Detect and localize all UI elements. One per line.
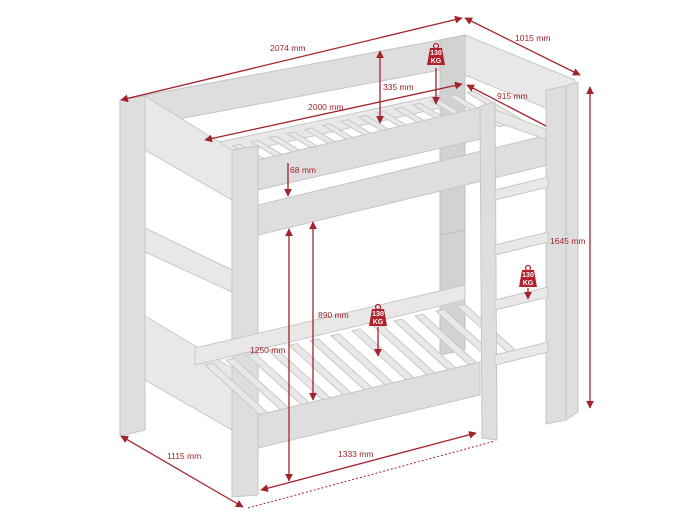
weight-icon [519,270,537,287]
label-rail-height: 68 mm [290,165,316,175]
dimension-lines [120,15,594,509]
ladder-right-rail [545,85,567,425]
dim-line-under-length [260,431,477,492]
bottom-back-rail [194,284,466,366]
ladder-rung-2 [494,231,549,256]
weight-unit: KG [431,58,442,65]
weight-badge-top: 130 KG [427,42,445,65]
label-bottom-clearance: 890 mm [318,310,349,320]
weight-icon [369,309,387,326]
ladder-rung-3 [494,286,549,311]
bottom-front-rail [257,361,481,449]
ladder-left-rail [479,101,498,441]
label-guard-height: 335 mm [383,82,414,92]
dim-line-mattress-length [204,81,463,143]
weight-value: 130 [372,311,384,318]
weight-icon [427,48,445,65]
label-mattress-length: 2000 mm [308,102,343,112]
dim-extension-dotted [247,440,496,509]
dim-line-total-depth [464,17,581,76]
bed-illustration [119,34,579,498]
weight-badge-bottom: 130 KG [369,303,387,326]
dim-line-total-length [120,15,463,103]
left-front-post [231,145,259,498]
weight-unit: KG [523,280,534,287]
weight-value: 130 [522,272,534,279]
ladder-rung-1 [494,176,549,201]
label-top-bunk-height: 1250 mm [250,345,285,355]
weight-badge-ladder: 130 KG [519,264,537,287]
ladder-rung-4 [494,341,549,366]
dim-line-footprint-depth [120,435,244,508]
weight-unit: KG [373,319,384,326]
label-total-height: 1645 mm [550,236,585,246]
left-end-mid-rail [144,227,233,293]
label-total-length: 2074 mm [270,43,305,53]
weight-handle-icon [524,264,532,272]
dim-line-mattress-width [466,84,547,127]
ladder-right-post [565,81,579,421]
dimension-labels: 2074 mm 1015 mm 335 mm 2000 mm 915 mm 68… [167,33,585,461]
label-total-depth: 1015 mm [515,33,550,43]
weight-value: 130 [430,50,442,57]
label-footprint-depth: 1115 mm [167,451,201,461]
label-under-length: 1333 mm [338,449,373,459]
label-mattress-width: 915 mm [497,91,528,101]
left-back-post [119,95,146,437]
